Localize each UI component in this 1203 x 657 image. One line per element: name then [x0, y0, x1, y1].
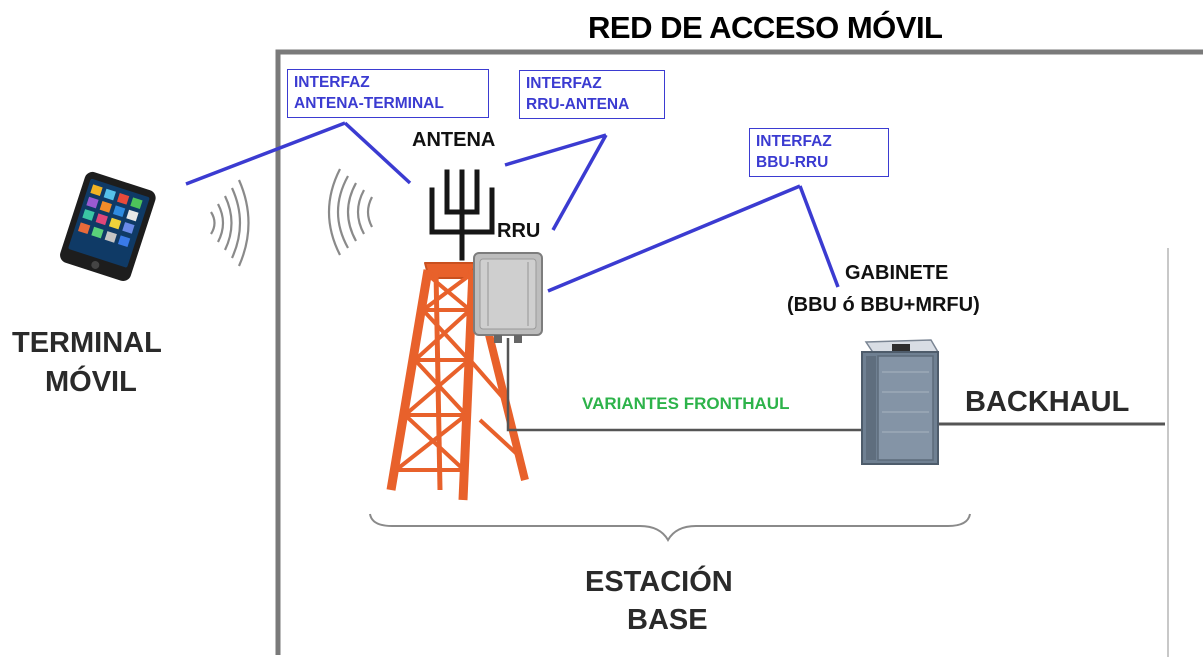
interface-label: INTERFAZ [526, 75, 602, 92]
fronthaul-label: VARIANTES FRONTHAUL [582, 394, 790, 413]
radio-wave-icon [327, 168, 373, 256]
base-station-brace [369, 513, 971, 543]
mobile-phone-icon [60, 171, 156, 282]
interface-bbu-rru-box: INTERFAZ BBU-RRU [749, 128, 889, 177]
interface-rru-antenna-box: INTERFAZ RRU-ANTENA [519, 70, 665, 119]
antenna-label: ANTENA [412, 129, 496, 151]
diagram-title: RED DE ACCESO MÓVIL [588, 10, 943, 45]
interface-leader-lines [185, 121, 840, 293]
interface-antenna-terminal-box: INTERFAZ ANTENA-TERMINAL [287, 69, 489, 118]
rru-label: RRU [497, 220, 541, 242]
cabinet-sub-label: (BBU ó BBU+MRFU) [787, 294, 980, 316]
antenna-icon [429, 169, 495, 261]
interface-label: RRU-ANTENA [526, 96, 630, 113]
rru-unit-icon [473, 252, 543, 343]
base-station-sub-label: BASE [627, 604, 708, 636]
radio-wave-icon [210, 179, 250, 267]
terminal-label: TERMINAL [12, 327, 162, 359]
fronthaul-cable [506, 338, 862, 432]
cabinet-label: GABINETE [845, 262, 949, 284]
interface-label: BBU-RRU [756, 154, 829, 171]
backhaul-label: BACKHAUL [965, 386, 1130, 418]
interface-label: ANTENA-TERMINAL [294, 95, 444, 112]
cabinet-icon [861, 339, 940, 465]
interface-label: INTERFAZ [756, 133, 832, 150]
interface-label: INTERFAZ [294, 74, 370, 91]
base-station-label: ESTACIÓN [585, 566, 733, 598]
terminal-sub-label: MÓVIL [45, 366, 137, 398]
network-frame [275, 49, 1203, 657]
tower-icon [386, 262, 529, 501]
